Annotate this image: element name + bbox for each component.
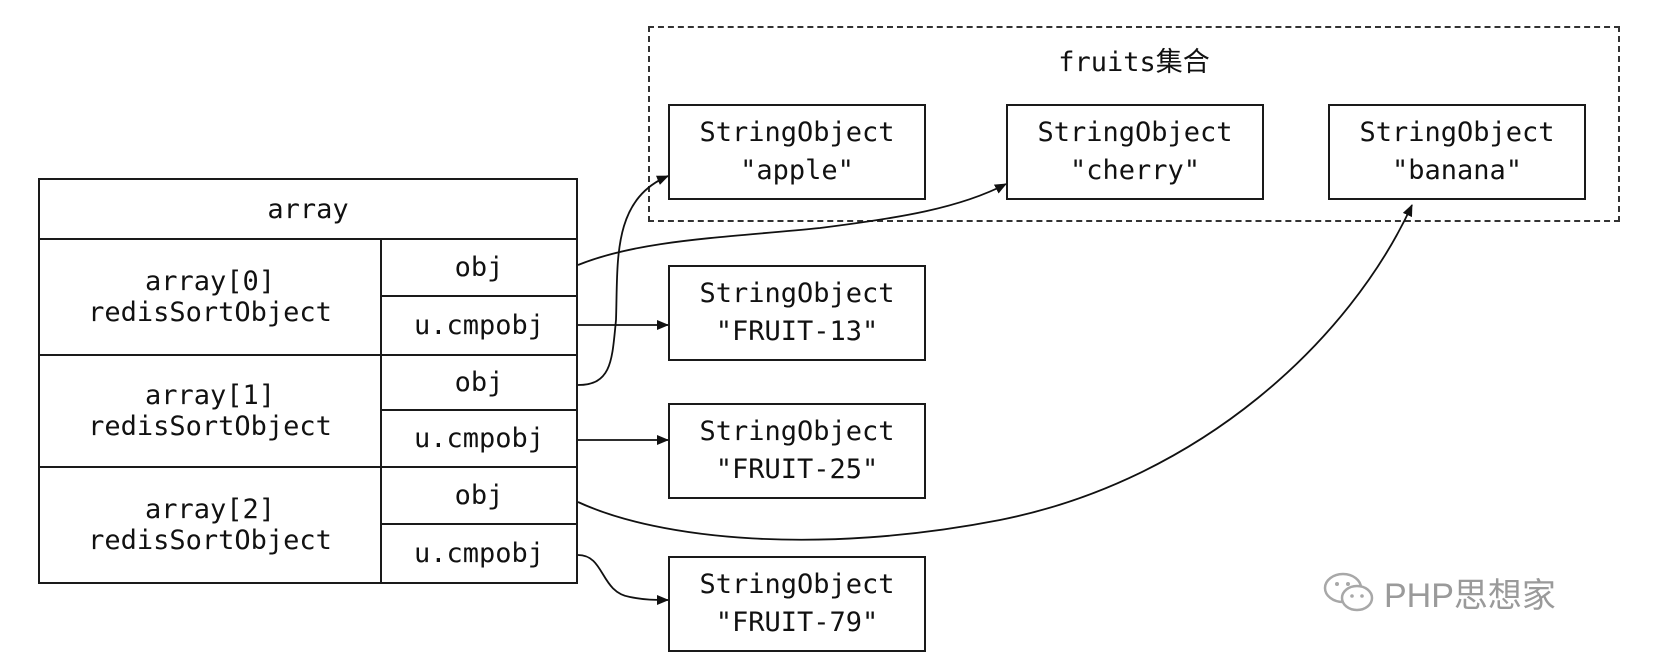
divider <box>382 409 576 411</box>
row-index-label: array[1] <box>144 380 276 411</box>
sort-array-table: array array[0] redisSortObject obj u.cmp… <box>38 178 578 584</box>
object-type-label: StringObject <box>699 416 895 447</box>
array-row-1-name: array[1] redisSortObject <box>40 356 380 466</box>
set-object-apple: StringObject "apple" <box>668 104 926 200</box>
row-index-label: array[0] <box>144 266 276 297</box>
watermark-text: PHP思想家 <box>1384 577 1556 615</box>
object-value-label: "cherry" <box>1069 155 1201 186</box>
object-type-label: StringObject <box>1037 117 1233 148</box>
array-row-2-obj-field: obj <box>382 468 576 523</box>
row-type-label: redisSortObject <box>88 525 332 556</box>
object-type-label: StringObject <box>1359 117 1555 148</box>
array-row-2-name: array[2] redisSortObject <box>40 468 380 582</box>
arrow-row2-cmp-to-fruit79 <box>577 554 669 605</box>
divider <box>382 295 576 297</box>
object-value-label: "banana" <box>1391 155 1523 186</box>
array-row-1-cmpobj-field: u.cmpobj <box>382 411 576 466</box>
array-header-label: array <box>267 193 349 225</box>
obj-field-label: obj <box>454 367 504 398</box>
fruits-set-title: fruits集合 <box>1058 47 1210 78</box>
object-type-label: StringObject <box>699 117 895 148</box>
wechat-icon <box>1323 572 1374 611</box>
cmp-object-fruit-25: StringObject "FRUIT-25" <box>668 403 926 499</box>
divider <box>40 238 576 240</box>
array-row-0-cmpobj-field: u.cmpobj <box>382 297 576 354</box>
cmp-object-fruit-13: StringObject "FRUIT-13" <box>668 265 926 361</box>
obj-field-label: obj <box>454 480 504 511</box>
obj-field-label: obj <box>454 252 504 283</box>
object-value-label: "FRUIT-25" <box>715 454 879 485</box>
array-row-0-obj-field: obj <box>382 240 576 295</box>
row-type-label: redisSortObject <box>88 297 332 328</box>
object-type-label: StringObject <box>699 278 895 309</box>
divider <box>40 466 576 468</box>
watermark: PHP思想家 <box>1322 568 1556 617</box>
array-row-1-obj-field: obj <box>382 356 576 409</box>
set-object-banana: StringObject "banana" <box>1328 104 1586 200</box>
set-object-cherry: StringObject "cherry" <box>1006 104 1264 200</box>
array-row-0-name: array[0] redisSortObject <box>40 240 380 354</box>
divider <box>382 523 576 525</box>
object-value-label: "apple" <box>740 155 854 186</box>
row-type-label: redisSortObject <box>88 411 332 442</box>
object-type-label: StringObject <box>699 569 895 600</box>
array-header: array <box>40 180 576 238</box>
cmpobj-field-label: u.cmpobj <box>413 538 545 569</box>
cmpobj-field-label: u.cmpobj <box>413 423 545 454</box>
column-divider <box>380 240 382 582</box>
cmp-object-fruit-79: StringObject "FRUIT-79" <box>668 556 926 652</box>
object-value-label: "FRUIT-13" <box>715 316 879 347</box>
divider <box>40 354 576 356</box>
object-value-label: "FRUIT-79" <box>715 607 879 638</box>
array-row-2-cmpobj-field: u.cmpobj <box>382 525 576 582</box>
row-index-label: array[2] <box>144 494 276 525</box>
cmpobj-field-label: u.cmpobj <box>413 310 545 341</box>
